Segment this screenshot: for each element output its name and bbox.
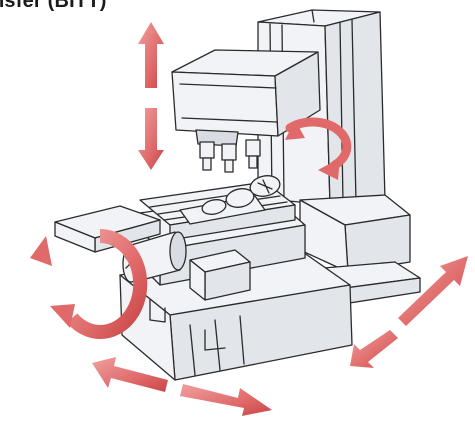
spindle-head (171, 49, 321, 147)
page-title: nsfer (BITT) (0, 0, 107, 12)
vertical-z-arrow (138, 22, 164, 170)
tool-spindles (199, 139, 261, 173)
horizontal-x-arrow (92, 357, 272, 416)
rotary-fixture (179, 175, 281, 225)
table-rotation-arrow (30, 228, 148, 339)
spindle-rotation-arrow (285, 117, 352, 180)
machine-structure (54, 9, 421, 381)
diagonal-y-arrow (350, 256, 468, 368)
machine-base-right (299, 194, 411, 273)
fixture-blocks (189, 249, 251, 301)
